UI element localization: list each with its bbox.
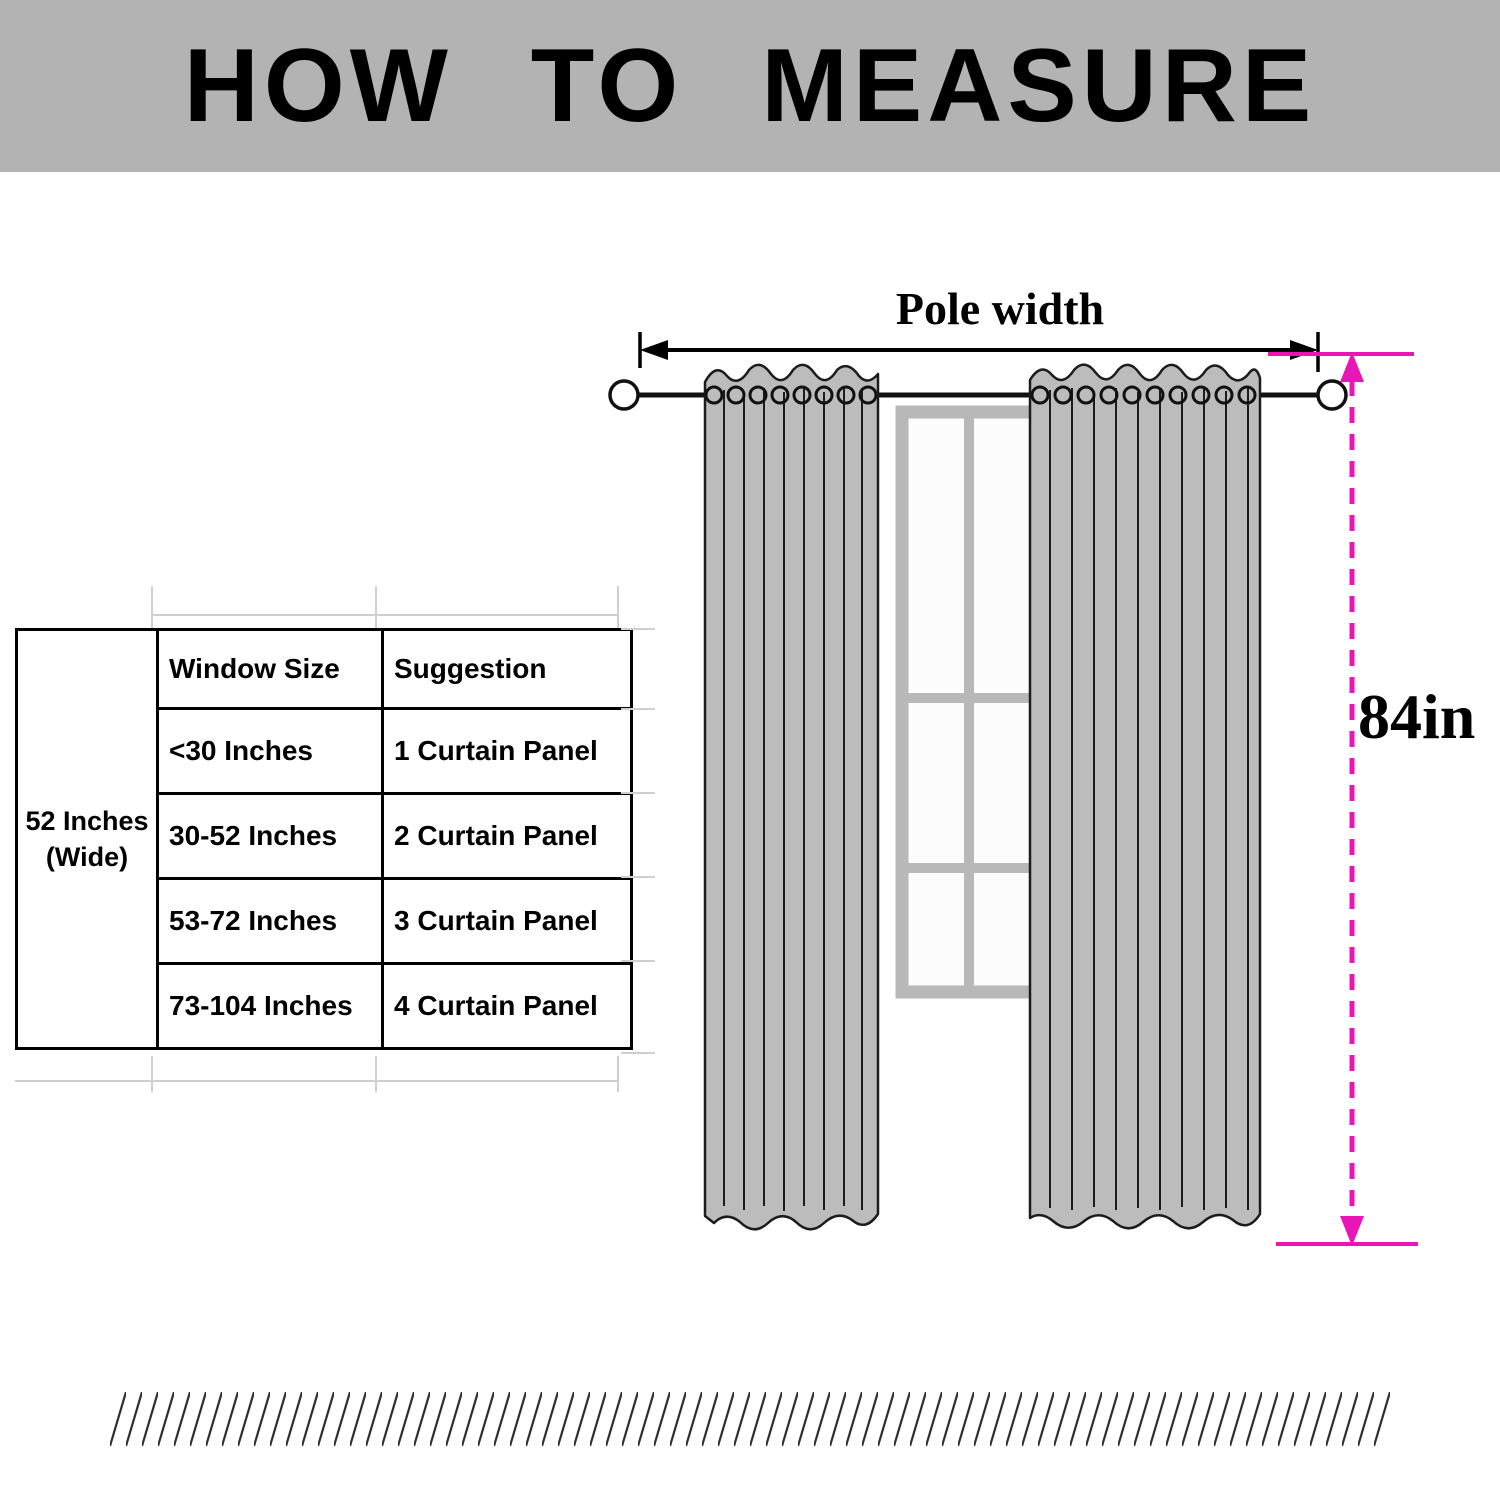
gridline-stub (375, 1056, 377, 1092)
gridline-stub (151, 614, 619, 616)
gridline-stub (375, 586, 377, 628)
cell-window-size: 30-52 Inches (156, 792, 384, 880)
curtain-rings-right (1030, 385, 1257, 405)
pole-width-label: Pole width (896, 283, 1104, 334)
pole-width-dimension: Pole width (638, 283, 1320, 372)
gridline-stub (621, 960, 655, 962)
table-row: 30-52 Inches 2 Curtain Panel (17, 792, 633, 880)
cell-window-size: 73-104 Inches (156, 962, 384, 1050)
page-title: HOW TO MEASURE (183, 27, 1317, 144)
gridline-stub (621, 708, 655, 710)
gridline-stub (621, 792, 655, 794)
cell-window-size: <30 Inches (156, 707, 384, 795)
cell-suggestion: 1 Curtain Panel (381, 707, 633, 795)
gridline-stub (617, 1056, 619, 1092)
curtain-rings-left (704, 385, 878, 405)
gridline-stub (621, 628, 655, 630)
rod-finial-right (1316, 379, 1348, 411)
table-row: 53-72 Inches 3 Curtain Panel (17, 877, 633, 965)
curtain-panel-left (703, 363, 880, 1231)
gridline-stub (15, 1080, 619, 1082)
curtain-measure-diagram: Pole width 84in (608, 283, 1475, 1246)
cell-suggestion: 3 Curtain Panel (381, 877, 633, 965)
gridline-stub (621, 1052, 655, 1054)
col-header-suggestion: Suggestion (381, 628, 633, 710)
curtain-folds-right (1049, 388, 1249, 1210)
col-header-window-size: Window Size (156, 628, 384, 710)
gridline-stub (151, 1056, 153, 1092)
header-banner: HOW TO MEASURE (0, 0, 1500, 172)
rod-finial-left (608, 379, 640, 411)
cell-window-size: 53-72 Inches (156, 877, 384, 965)
table-row: 73-104 Inches 4 Curtain Panel (17, 962, 633, 1050)
arrow-right-icon (1290, 340, 1318, 360)
cell-suggestion: 4 Curtain Panel (381, 962, 633, 1050)
curtain-panel-right (1028, 363, 1262, 1230)
table-side-label: 52 Inches (Wide) (15, 628, 159, 1050)
floor-hatching (110, 1392, 1390, 1446)
gridline-stub (617, 586, 619, 628)
size-table: 52 Inches (Wide) Window Size Suggestion … (15, 628, 633, 1050)
height-label: 84in (1358, 681, 1475, 752)
arrow-down-icon (1340, 1216, 1364, 1246)
window (895, 405, 1043, 999)
gridline-stub (151, 586, 153, 628)
arrow-up-icon (1340, 352, 1364, 382)
height-dimension: 84in (1268, 352, 1475, 1246)
table-row: <30 Inches 1 Curtain Panel (17, 707, 633, 795)
cell-suggestion: 2 Curtain Panel (381, 792, 633, 880)
gridline-stub (621, 876, 655, 878)
size-chart: 52 Inches (Wide) Window Size Suggestion … (15, 586, 655, 1092)
curtain-folds-left (723, 388, 863, 1211)
arrow-left-icon (640, 340, 668, 360)
